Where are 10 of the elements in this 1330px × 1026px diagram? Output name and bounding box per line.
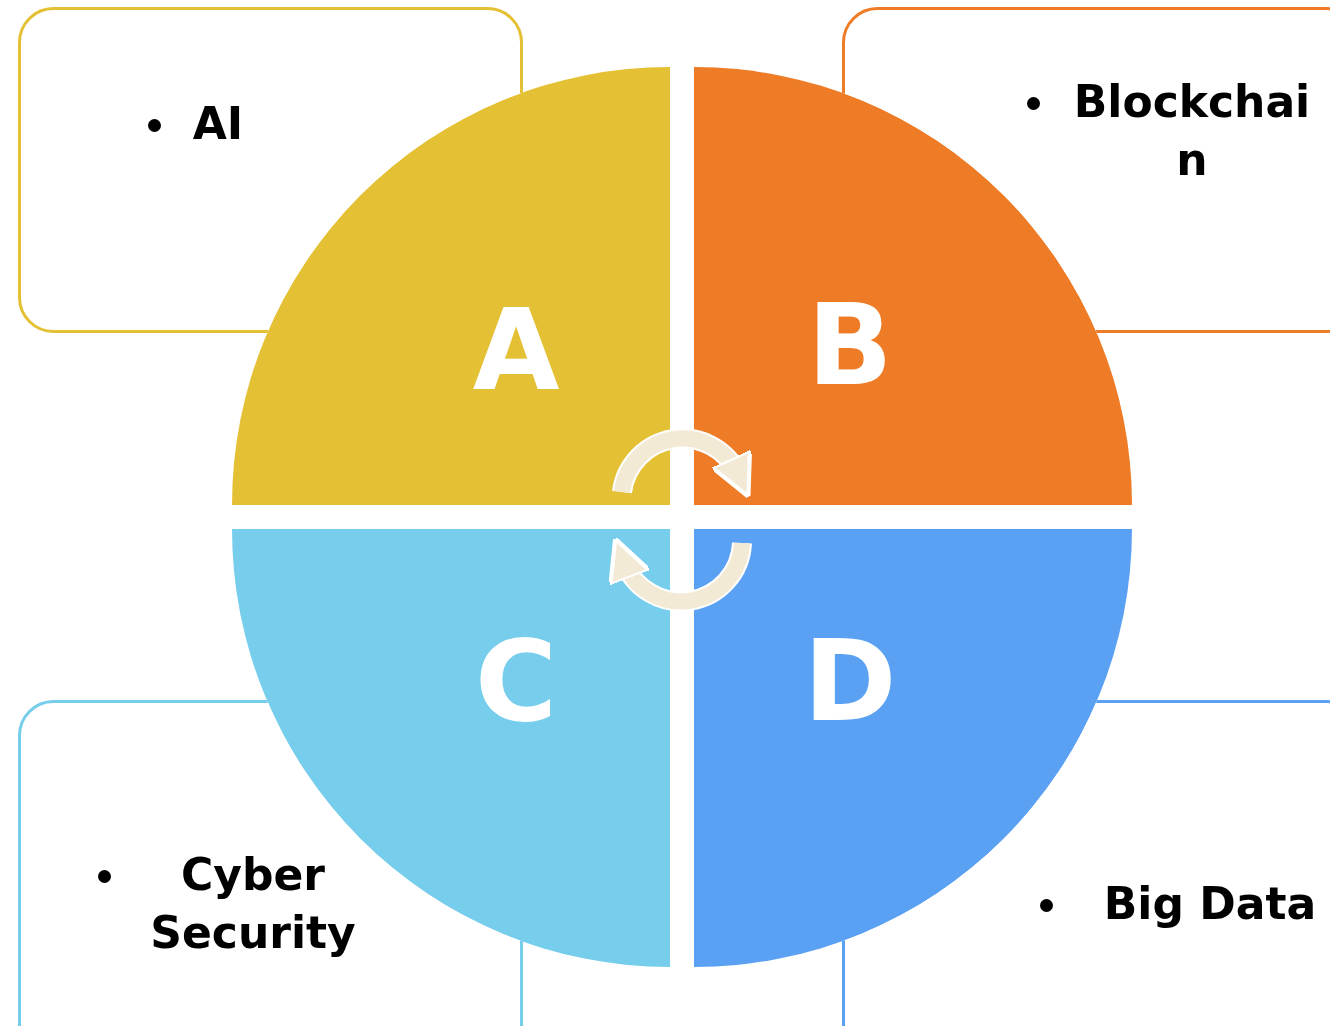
- curved-arrow: [609, 537, 750, 610]
- quadrant-letter: C: [474, 625, 558, 737]
- topic-text: Cyber Security: [149, 848, 357, 960]
- quadrant-letter: A: [472, 294, 560, 406]
- topic-text: Big Data: [1102, 877, 1318, 931]
- quadrant-letter: B: [807, 289, 893, 401]
- quadrant-letter: D: [803, 625, 897, 737]
- topic-text: Blockchain: [1072, 75, 1312, 187]
- curved-arrow: [614, 430, 752, 499]
- topic-text: AI: [191, 97, 245, 151]
